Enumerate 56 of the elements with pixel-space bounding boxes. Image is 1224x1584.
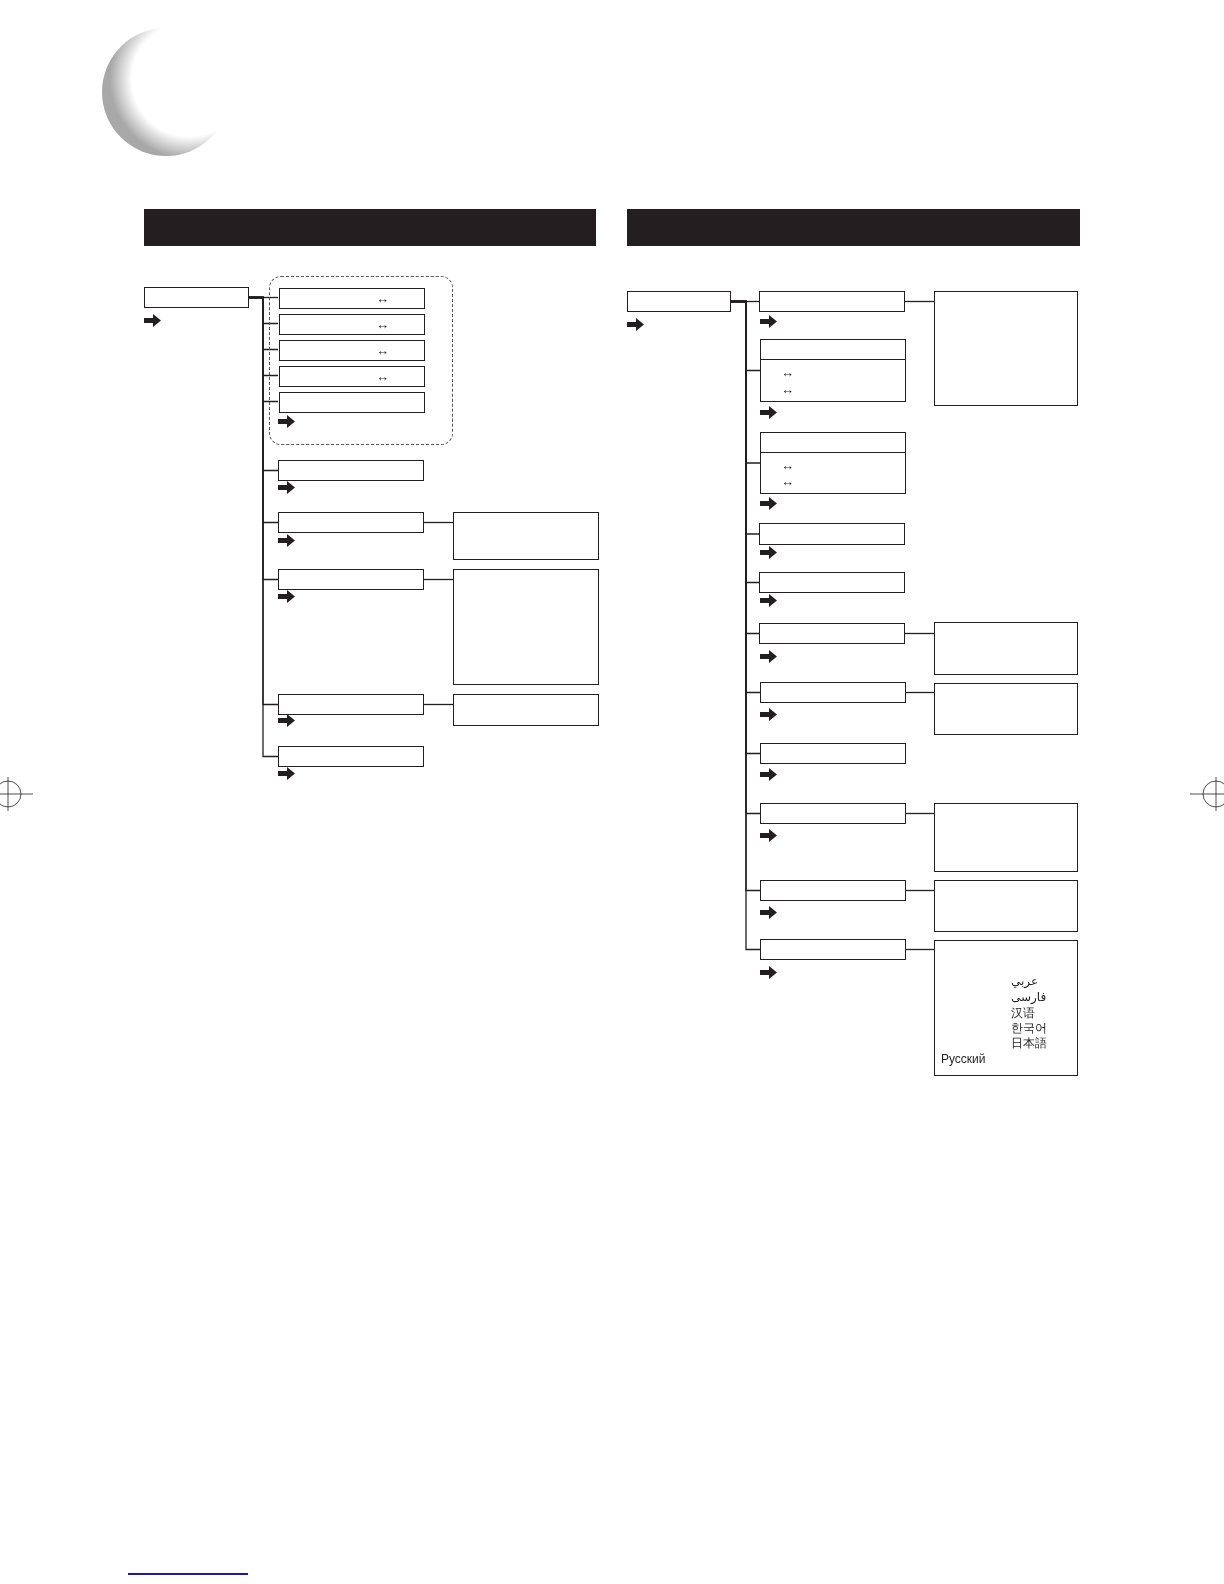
connector-line [905, 691, 935, 694]
dashed-group-box [269, 276, 453, 445]
connector-line [905, 812, 935, 815]
menu-box [278, 694, 424, 715]
menu-box [760, 743, 906, 764]
menu-box [760, 432, 906, 494]
menu-box [760, 939, 906, 960]
menu-box [934, 940, 1078, 1076]
menu-box [759, 523, 905, 545]
connector-line [905, 948, 935, 951]
menu-box [453, 569, 599, 685]
menu-box [278, 569, 424, 590]
menu-box [760, 880, 906, 901]
menu-text: ↔ [376, 318, 389, 331]
menu-text: ↔ [781, 475, 794, 488]
connector-line [423, 703, 454, 706]
menu-box [144, 287, 249, 308]
connector-line [423, 521, 454, 524]
menu-box [934, 683, 1078, 735]
menu-text: فارسی [1011, 991, 1047, 1003]
menu-box [934, 291, 1078, 406]
menu-box [279, 314, 425, 335]
menu-text: ↔ [781, 383, 794, 396]
menu-text: ↔ [781, 366, 794, 379]
menu-box [279, 340, 425, 361]
menu-box [760, 339, 906, 402]
menu-text: ↔ [376, 344, 389, 357]
connector-line [905, 889, 935, 892]
menu-box [759, 572, 905, 593]
menu-box [627, 291, 731, 312]
menu-box [934, 880, 1078, 932]
menu-box [279, 392, 425, 413]
menu-text: ↔ [781, 459, 794, 472]
menu-box [759, 291, 905, 312]
connector-line [904, 300, 935, 303]
menu-box [279, 288, 425, 309]
menu-box [760, 682, 906, 703]
menu-box [453, 694, 599, 726]
menu-text: 日本語 [1011, 1037, 1047, 1049]
menu-box [453, 512, 599, 560]
menu-box [934, 622, 1078, 675]
menu-text: Русский [941, 1053, 986, 1065]
menu-text: عربي [1011, 975, 1039, 987]
connector-line [423, 578, 454, 581]
menu-text: ↔ [376, 370, 389, 383]
menu-box [278, 512, 424, 533]
menu-box [934, 803, 1078, 872]
menu-box [279, 366, 425, 387]
connector-line [904, 632, 935, 635]
menu-text: ↔ [376, 292, 389, 305]
menu-box [760, 803, 906, 824]
menu-text: 한국어 [1011, 1022, 1047, 1034]
menu-box [759, 623, 905, 644]
menu-box [278, 460, 424, 481]
menu-box [278, 746, 424, 767]
menu-text: 汉语 [1011, 1007, 1035, 1019]
